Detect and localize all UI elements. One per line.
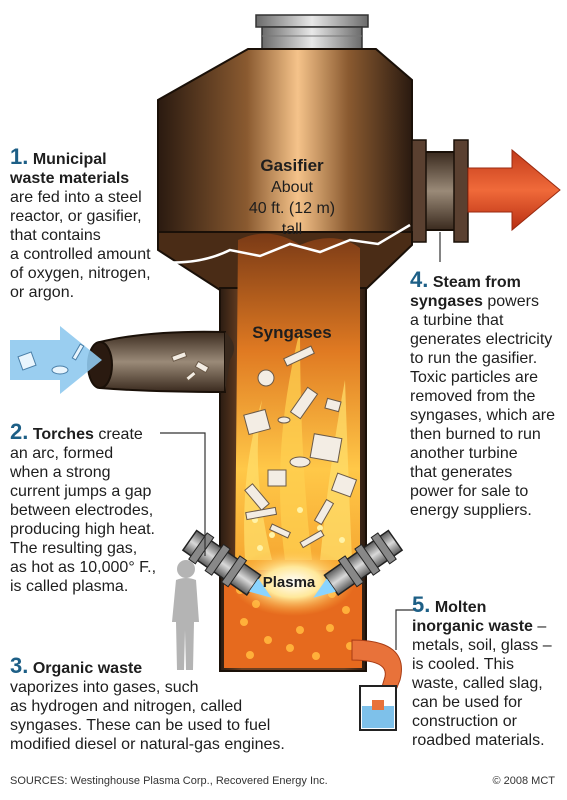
step-1-number: 1. xyxy=(10,144,29,169)
gasifier-size-line-2: 40 ft. (12 m) xyxy=(249,200,335,217)
step-2-line: as hot as 10,000° F., xyxy=(10,559,157,576)
step-5-number: 5. xyxy=(412,592,431,617)
step-3-number: 3. xyxy=(10,653,29,678)
step-1-line: of oxygen, nitrogen, xyxy=(10,265,151,282)
step-4-line: another turbine xyxy=(410,445,518,462)
step-4-block: 4. Steam from syngases powers a turbine … xyxy=(410,267,555,520)
step-1-line: are fed into a steel xyxy=(10,189,142,206)
step-4-line: a turbine that xyxy=(410,312,504,329)
step-1-line: that contains xyxy=(10,227,101,244)
step-2-line: current jumps a gap xyxy=(10,483,152,500)
step-4-line: syngases, which are xyxy=(410,407,555,424)
step-2-line: between electrodes, xyxy=(10,502,154,519)
step-1-line: or argon. xyxy=(10,284,75,301)
gasifier-title: Gasifier xyxy=(260,156,324,175)
intake-arrow-icon xyxy=(10,326,102,394)
step-4-lead: powers xyxy=(482,293,539,310)
slag-container-icon xyxy=(359,685,397,731)
copyright: © 2008 MCT xyxy=(492,775,555,787)
step-5-line: roadbed materials. xyxy=(412,732,545,749)
step-2-heading: Torches xyxy=(32,426,94,443)
step-5-line: construction or xyxy=(412,713,517,730)
step-1-block: 1. Municipal waste materials are fed int… xyxy=(10,144,151,302)
step-2-line: an arc, formed xyxy=(10,445,114,462)
step-1-line: reactor, or gasifier, xyxy=(10,208,142,225)
step-2-block: 2. Torches create an arc, formed when a … xyxy=(10,419,157,596)
step-2-lead: create xyxy=(93,426,143,443)
person-silhouette-icon xyxy=(172,560,199,670)
syngases-label: Syngases xyxy=(252,323,331,342)
step-1-heading-line-1: Municipal xyxy=(32,151,107,168)
step-4-line: removed from the xyxy=(410,388,536,405)
step-3-line: vaporizes into gases, such xyxy=(10,679,199,696)
step-3-block: 3. Organic waste vaporizes into gases, s… xyxy=(10,653,285,754)
step-4-heading-line-1: Steam from xyxy=(432,274,521,291)
step-3-line: as hydrogen and nitrogen, called xyxy=(10,698,243,715)
step-4-line: power for sale to xyxy=(410,483,529,500)
gasifier-size-line-3: tall xyxy=(282,221,302,238)
step-4-line: generates electricity xyxy=(410,331,553,348)
step-5-line: is cooled. This xyxy=(412,656,514,673)
step-2-line: The resulting gas, xyxy=(10,540,138,557)
step-5-heading-line-2: inorganic waste xyxy=(412,618,533,635)
step-2-line: when a strong xyxy=(10,464,111,481)
exhaust-pipe xyxy=(411,139,469,243)
step-3-line: syngases. These can be used to fuel xyxy=(10,717,271,734)
plasma-label: Plasma xyxy=(263,574,316,591)
waste-debris xyxy=(243,345,358,549)
step-1-heading-line-2: waste materials xyxy=(10,170,130,187)
exhaust-arrow-icon xyxy=(467,148,561,232)
step-5-block: 5. Molten inorganic waste – metals, soil… xyxy=(412,592,552,750)
step-4-line: Toxic particles are xyxy=(410,369,539,386)
syngas-boundary xyxy=(159,223,411,264)
plasma-glow xyxy=(231,548,355,616)
step-1-line: a controlled amount xyxy=(10,246,151,263)
step-2-number: 2. xyxy=(10,419,29,444)
step-2-line: producing high heat. xyxy=(10,521,155,538)
step-4-number: 4. xyxy=(410,267,429,292)
step-4-heading-line-2: syngases xyxy=(410,293,483,310)
step-5-lead: – xyxy=(532,618,547,635)
torch-icon xyxy=(181,529,272,598)
flame-tongues xyxy=(244,330,352,560)
intake-pipe xyxy=(87,330,234,394)
step-3-heading: Organic waste xyxy=(32,660,143,677)
step-4-line: then burned to run xyxy=(410,426,541,443)
leader-lines xyxy=(160,232,441,650)
intake-debris xyxy=(171,351,210,382)
torch-right-icon xyxy=(313,529,404,598)
step-2-line: is called plasma. xyxy=(10,578,129,595)
step-5-line: can be used for xyxy=(412,694,523,711)
step-4-line: energy suppliers. xyxy=(410,502,532,519)
step-5-heading-line-1: Molten xyxy=(434,599,487,616)
step-3-line: modified diesel or natural-gas engines. xyxy=(10,736,285,753)
gasifier-size-line-1: About xyxy=(271,179,313,196)
step-5-line: metals, soil, glass – xyxy=(412,637,552,654)
gasifier-cap xyxy=(255,14,369,50)
step-4-line: to run the gasifier. xyxy=(410,350,538,367)
step-5-line: waste, called slag, xyxy=(412,675,543,692)
intake-waste-items xyxy=(17,343,85,375)
sources-credit: SOURCES: Westinghouse Plasma Corp., Reco… xyxy=(10,775,328,787)
step-4-line: that generates xyxy=(410,464,513,481)
